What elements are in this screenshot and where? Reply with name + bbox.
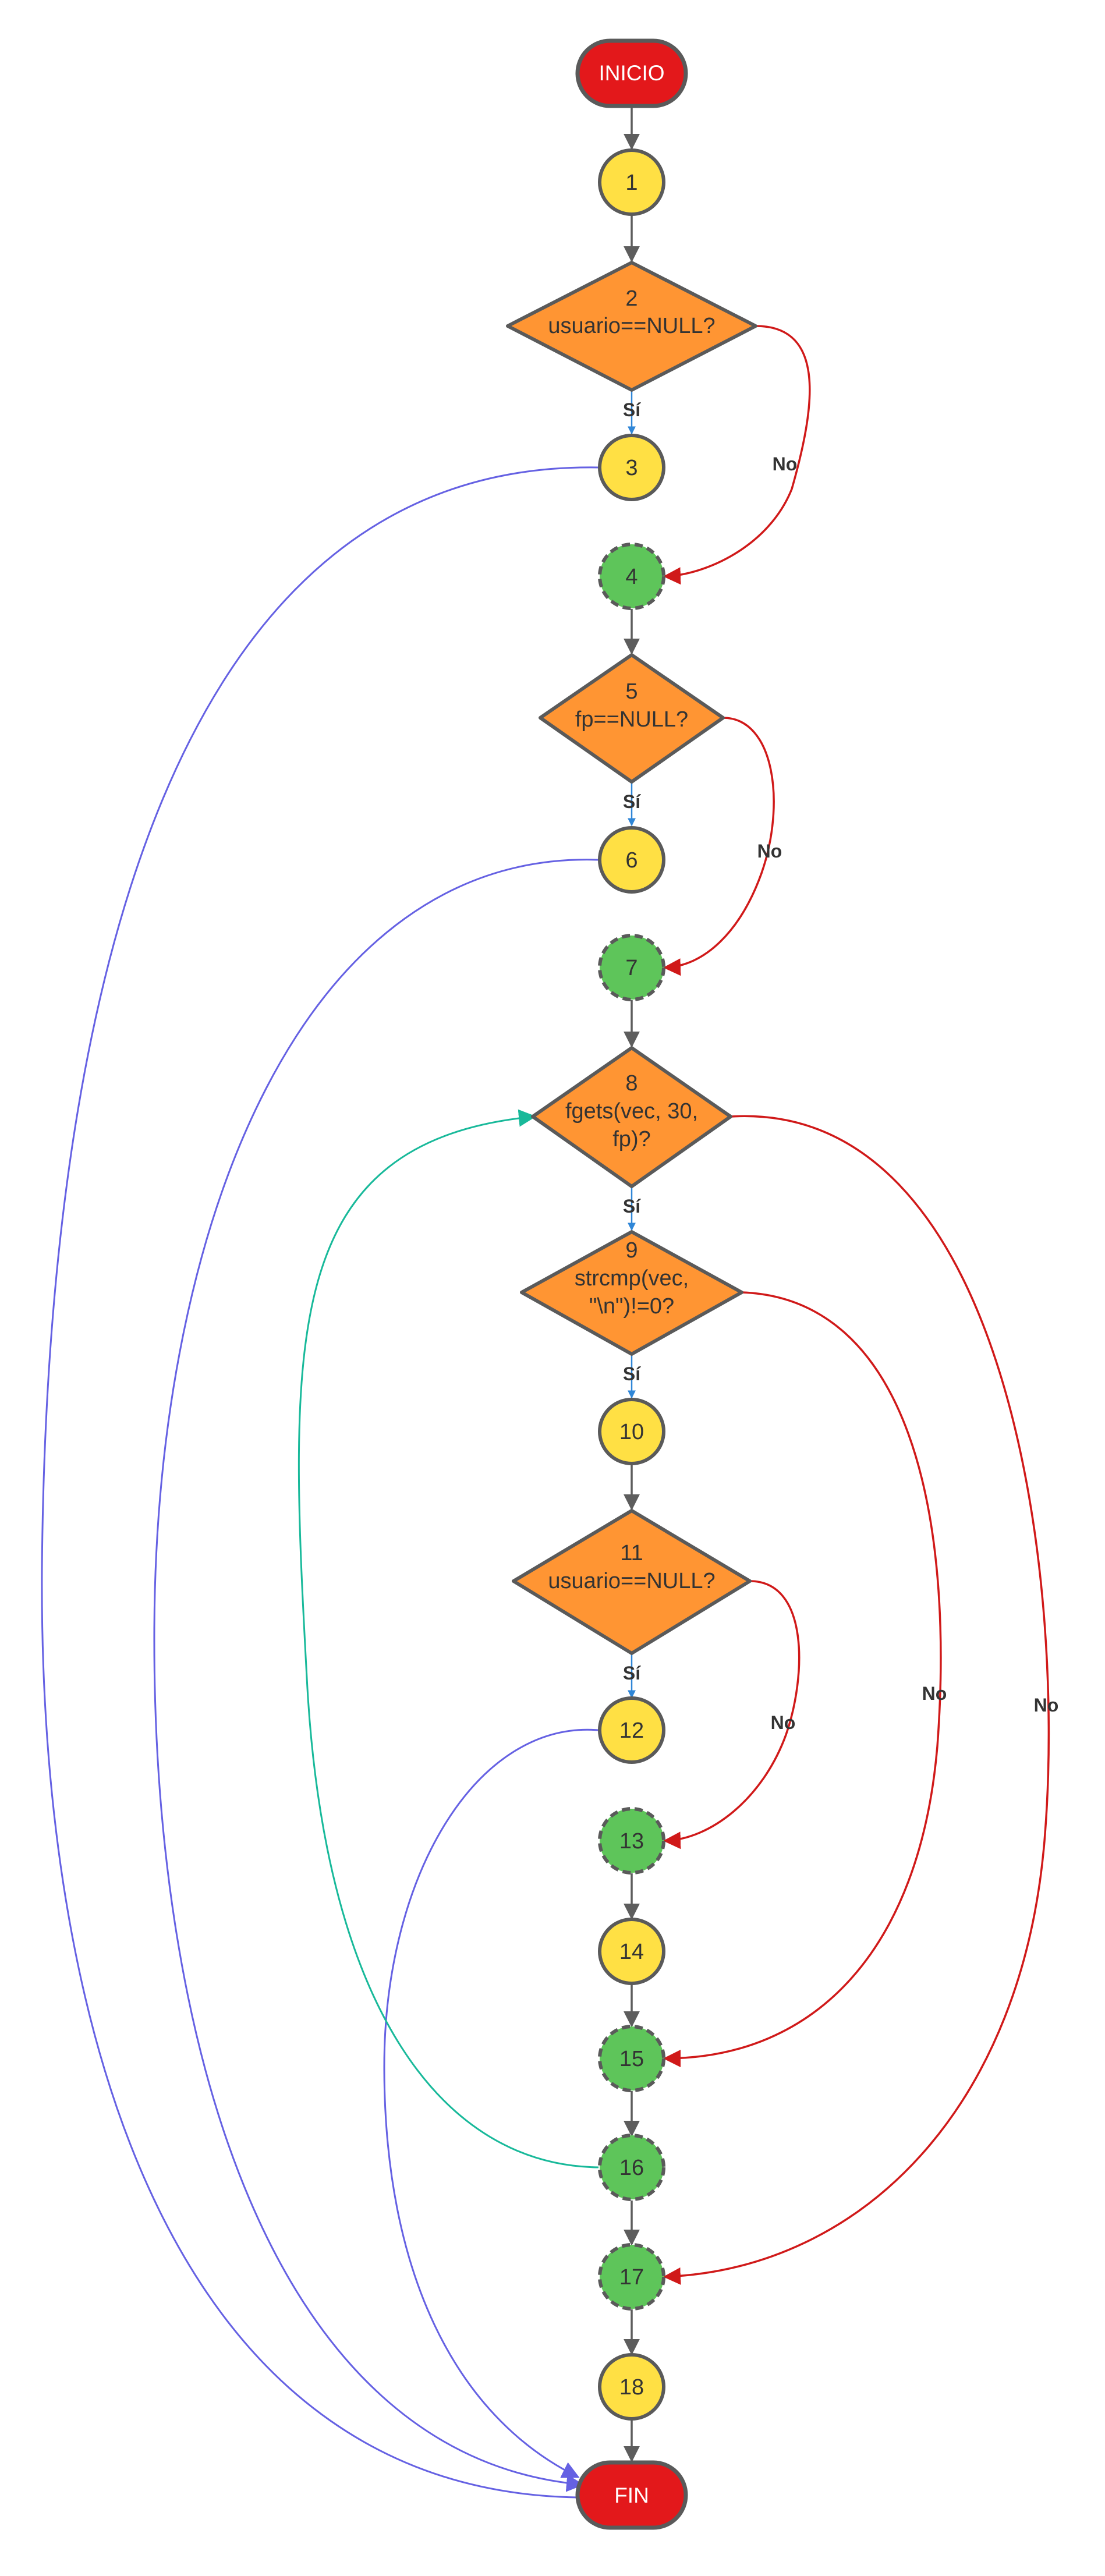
decision-9-line-2: strcmp(vec, bbox=[575, 1266, 689, 1291]
junction-13: 13 bbox=[598, 1807, 665, 1875]
start-terminal: INICIO bbox=[575, 38, 688, 108]
node-18-label: 18 bbox=[619, 2375, 644, 2400]
junction-4-label: 4 bbox=[625, 565, 638, 589]
edge-8-17-no bbox=[663, 1115, 1050, 2285]
start-label: INICIO bbox=[598, 61, 664, 85]
decision-5: 5 fp==NULL? bbox=[539, 653, 725, 784]
node-12-label: 12 bbox=[619, 1718, 644, 1743]
node-6: 6 bbox=[598, 826, 665, 894]
label-yes-9: Sí bbox=[623, 1363, 641, 1384]
node-1: 1 bbox=[598, 148, 665, 216]
decision-11: 11 usuario==NULL? bbox=[512, 1509, 752, 1655]
edge-12-fin bbox=[383, 1728, 599, 2478]
decision-5-line-1: 5 bbox=[625, 679, 638, 704]
junction-7-label: 7 bbox=[625, 956, 638, 980]
junction-17-label: 17 bbox=[619, 2265, 644, 2290]
label-no-11: No bbox=[771, 1712, 796, 1733]
junction-4: 4 bbox=[598, 543, 665, 610]
decision-11-line-1: 11 bbox=[620, 1541, 643, 1565]
node-14: 14 bbox=[598, 1918, 665, 1985]
label-yes-11: Sí bbox=[623, 1663, 641, 1684]
node-1-label: 1 bbox=[625, 171, 638, 195]
junction-16: 16 bbox=[598, 2134, 665, 2201]
decision-11-line-2: usuario==NULL? bbox=[548, 1569, 715, 1593]
node-3: 3 bbox=[598, 434, 665, 501]
decision-9-line-1: 9 bbox=[625, 1238, 638, 1263]
decision-8-line-3: fp)? bbox=[612, 1127, 650, 1151]
junction-16-label: 16 bbox=[619, 2156, 644, 2180]
end-label: FIN bbox=[614, 2483, 649, 2507]
node-3-label: 3 bbox=[625, 456, 638, 480]
edge-labels: Sí Sí Sí Sí Sí No No No No No bbox=[623, 399, 1058, 1733]
label-yes-5: Sí bbox=[623, 791, 641, 812]
label-no-9: No bbox=[922, 1683, 947, 1704]
label-no-8: No bbox=[1034, 1695, 1059, 1716]
node-14-label: 14 bbox=[619, 1940, 644, 1964]
junction-13-label: 13 bbox=[619, 1829, 644, 1854]
decision-8: 8 fgets(vec, 30, fp)? bbox=[531, 1046, 732, 1188]
node-10-label: 10 bbox=[619, 1420, 644, 1444]
label-no-5: No bbox=[757, 841, 782, 862]
edge-9-15-no bbox=[663, 1291, 942, 2067]
node-6-label: 6 bbox=[625, 848, 638, 873]
decision-5-line-2: fp==NULL? bbox=[575, 707, 688, 732]
decision-9: 9 strcmp(vec, "\n")!=0? bbox=[520, 1230, 743, 1356]
junction-15-label: 15 bbox=[619, 2047, 644, 2071]
decision-2: 2 usuario==NULL? bbox=[506, 261, 757, 392]
node-12: 12 bbox=[598, 1696, 665, 1764]
node-10: 10 bbox=[598, 1398, 665, 1465]
junction-7: 7 bbox=[598, 934, 665, 1001]
edge-11-13-no bbox=[663, 1580, 801, 1849]
label-yes-2: Sí bbox=[623, 399, 641, 420]
edge-6-fin bbox=[153, 859, 599, 2492]
label-no-2: No bbox=[773, 453, 798, 474]
junction-17: 17 bbox=[598, 2243, 665, 2311]
node-18: 18 bbox=[598, 2353, 665, 2421]
decision-2-line-1: 2 bbox=[625, 286, 638, 311]
edge-5-7-no bbox=[663, 717, 775, 976]
nodes: INICIO 1 2 usuario==NULL? 3 4 5 fp==NULL… bbox=[506, 38, 757, 2530]
label-yes-8: Sí bbox=[623, 1196, 641, 1217]
decision-9-line-3: "\n")!=0? bbox=[589, 1294, 674, 1319]
end-terminal: FIN bbox=[575, 2460, 688, 2530]
edges bbox=[41, 107, 1050, 2507]
edge-2-4-no bbox=[663, 325, 811, 585]
junction-15: 15 bbox=[598, 2025, 665, 2092]
decision-8-line-2: fgets(vec, 30, bbox=[565, 1099, 698, 1124]
decision-2-line-2: usuario==NULL? bbox=[548, 314, 715, 338]
edge-16-8-loop bbox=[298, 1109, 599, 2168]
edge-3-fin bbox=[41, 466, 599, 2507]
decision-8-line-1: 8 bbox=[625, 1071, 638, 1096]
